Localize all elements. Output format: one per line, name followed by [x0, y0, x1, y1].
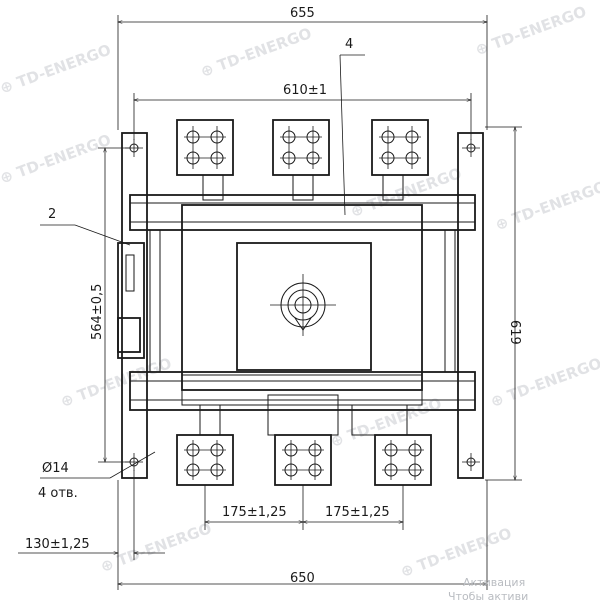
upper-rail — [129, 194, 476, 231]
activation-watermark-line1: Активация — [463, 576, 525, 589]
watermark-logo: ⊕ TD-ENERGO — [488, 354, 600, 411]
dim-mount-spacing-top-label: 610±1 — [283, 83, 327, 98]
watermark-logo: ⊕ TD-ENERGO — [328, 394, 444, 451]
hole-diameter-label: Ø14 — [42, 461, 69, 476]
terminal-top-2 — [272, 119, 330, 201]
watermark-logo: ⊕ TD-ENERGO — [98, 519, 214, 576]
terminal-bottom-2 — [267, 394, 339, 486]
dim-edge-offset-label: 130±1,25 — [25, 537, 90, 552]
dim-mount-spacing-vertical-label: 564±0,5 — [90, 284, 105, 340]
watermark-logo: ⊕ TD-ENERGO — [398, 524, 514, 581]
terminal-bottom-3 — [351, 404, 432, 486]
callout-aux-number: 2 — [48, 207, 56, 222]
dimension-lines — [18, 15, 522, 590]
hole-count-label: 4 отв. — [38, 486, 78, 501]
left-mount-plate — [121, 132, 148, 479]
watermark-logo: ⊕ TD-ENERGO — [0, 41, 113, 98]
bottom-terminals — [176, 394, 432, 486]
watermark-logo: ⊕ TD-ENERGO — [493, 177, 600, 234]
dim-height-right-label: 619 — [507, 320, 522, 345]
dim-overall-top-label: 655 — [290, 6, 315, 21]
dim-pole-spacing-1-label: 175±1,25 — [222, 505, 287, 520]
indicator-window — [236, 242, 372, 371]
watermark-logo: ⊕ TD-ENERGO — [473, 2, 589, 59]
terminal-top-1 — [176, 119, 234, 201]
aux-contact-block — [117, 242, 145, 359]
top-terminals — [176, 119, 429, 201]
dim-overall-bottom-label: 650 — [290, 571, 315, 586]
terminal-top-3 — [371, 119, 429, 201]
watermark-logo: ⊕ TD-ENERGO — [198, 24, 314, 81]
activation-watermark-line2: Чтобы активи — [448, 590, 528, 600]
watermark-logo: ⊕ TD-ENERGO — [0, 131, 113, 188]
watermark-logo: ⊕ TD-ENERGO — [58, 354, 174, 411]
lower-rail — [129, 371, 476, 411]
body-outline — [117, 132, 484, 479]
watermark-logo: ⊕ TD-ENERGO — [348, 164, 464, 221]
right-mount-plate — [457, 132, 484, 479]
dim-pole-spacing-2-label: 175±1,25 — [325, 505, 390, 520]
callout-cover-number: 4 — [345, 37, 353, 52]
terminal-bottom-1 — [176, 404, 234, 486]
